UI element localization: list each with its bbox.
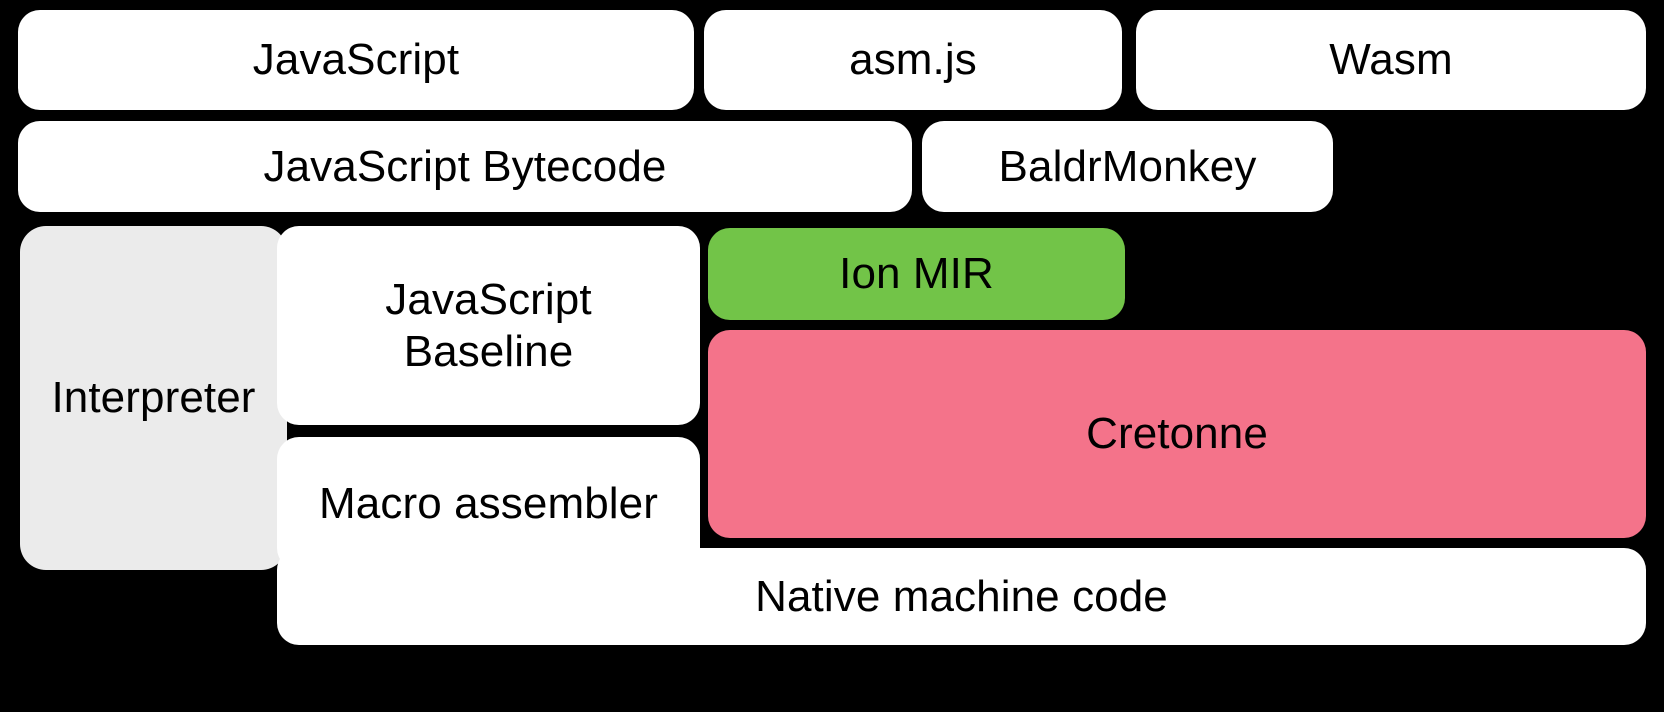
node-wasm: Wasm bbox=[1136, 10, 1646, 110]
node-interpreter: Interpreter bbox=[20, 226, 287, 570]
node-asmjs: asm.js bbox=[704, 10, 1122, 110]
node-javascript-baseline: JavaScript Baseline bbox=[277, 226, 700, 425]
node-javascript-bytecode: JavaScript Bytecode bbox=[18, 121, 912, 212]
node-baldrmonkey: BaldrMonkey bbox=[922, 121, 1333, 212]
node-javascript: JavaScript bbox=[18, 10, 694, 110]
node-cretonne: Cretonne bbox=[708, 330, 1646, 538]
node-ion-mir: Ion MIR bbox=[708, 228, 1125, 320]
node-native-machine-code: Native machine code bbox=[277, 548, 1646, 645]
node-macro-assembler: Macro assembler bbox=[277, 437, 700, 570]
